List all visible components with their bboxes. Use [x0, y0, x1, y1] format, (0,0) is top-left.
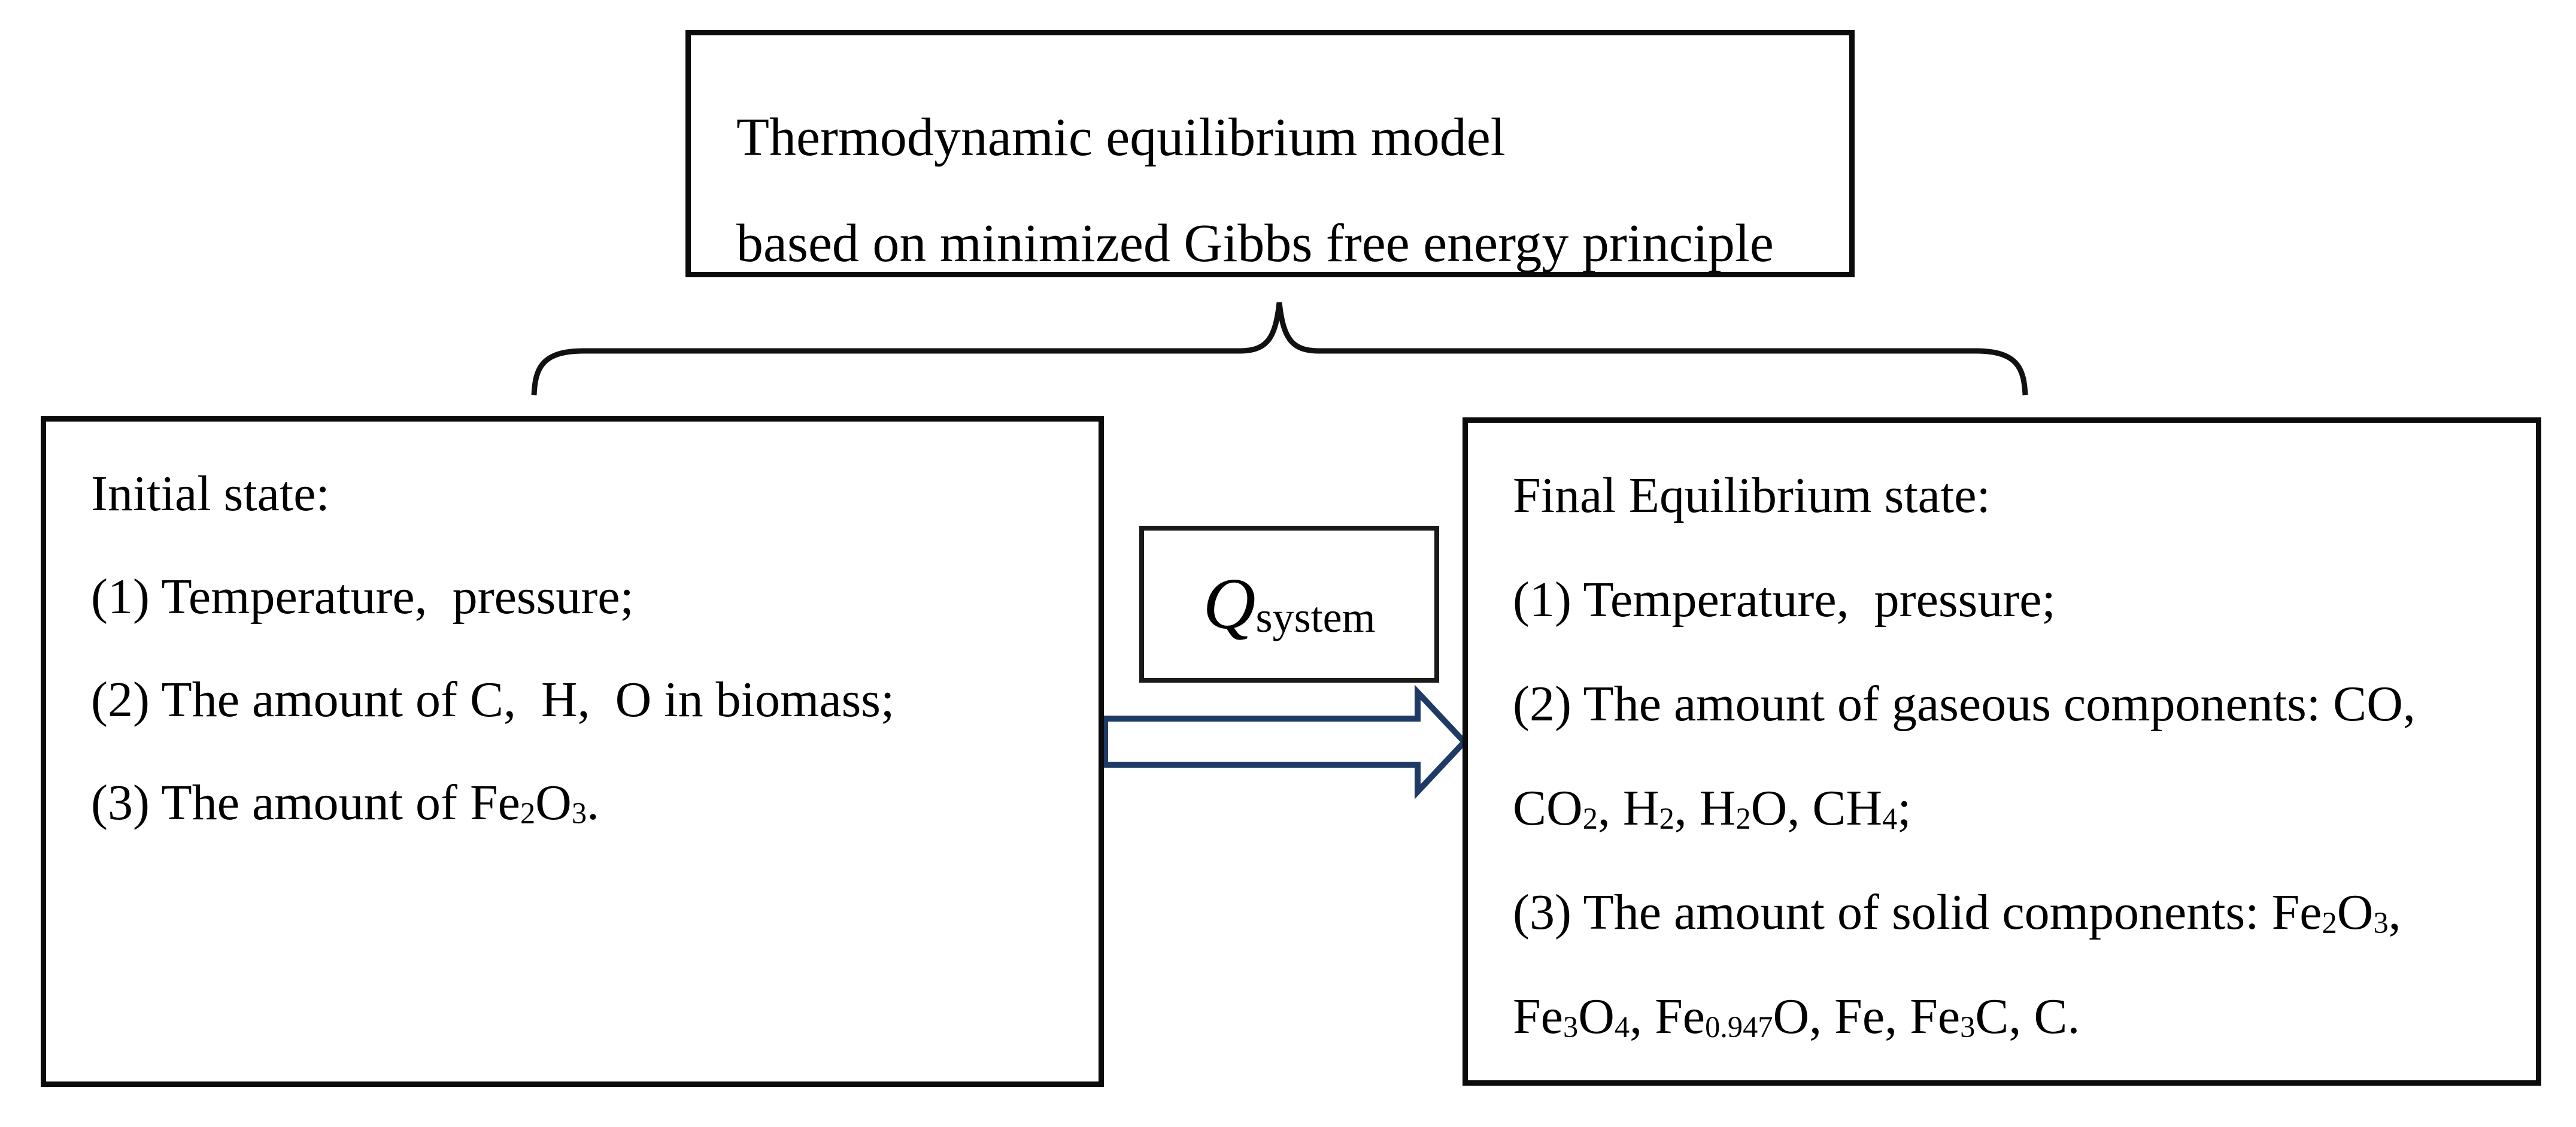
- initial-state-item-1: (1) Temperature, pressure;: [91, 569, 634, 625]
- q-symbol: Q: [1203, 564, 1256, 644]
- final-state-title: Final Equilibrium state:: [1513, 468, 1991, 523]
- curly-brace-icon: [531, 302, 2028, 396]
- model-title-box: Thermodynamic equilibrium model based on…: [685, 30, 1855, 277]
- initial-state-item-2: (2) The amount of C, H, O in biomass;: [91, 672, 895, 728]
- initial-state-box: Initial state: (1) Temperature, pressure…: [41, 416, 1104, 1087]
- final-state-item-2: (2) The amount of gaseous components: CO…: [1513, 676, 2416, 732]
- initial-state-title: Initial state:: [91, 466, 330, 522]
- final-state-item-3-cont: Fe3O4, Fe0.947O, Fe, Fe3C, C.: [1513, 989, 2080, 1044]
- model-title-line2: based on minimized Gibbs free energy pri…: [736, 214, 1774, 273]
- final-equilibrium-state-box: Final Equilibrium state: (1) Temperature…: [1463, 417, 2541, 1086]
- final-state-item-2-cont: CO2, H2, H2O, CH4;: [1513, 780, 1911, 836]
- right-block-arrow-icon: [1102, 684, 1468, 799]
- final-state-item-1: (1) Temperature, pressure;: [1513, 572, 2056, 628]
- model-title-line1: Thermodynamic equilibrium model: [736, 108, 1506, 167]
- initial-state-item-3: (3) The amount of Fe2O3.: [91, 775, 600, 831]
- q-symbol-subscript: system: [1255, 593, 1376, 641]
- final-state-item-3: (3) The amount of solid components: Fe2O…: [1513, 884, 2401, 940]
